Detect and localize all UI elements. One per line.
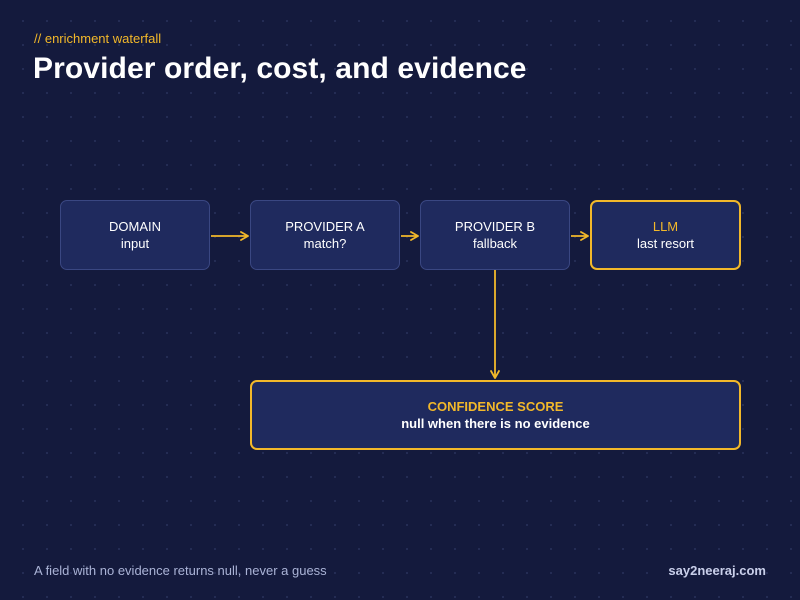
node-provider-b-title: PROVIDER B (454, 219, 536, 234)
eyebrow-label: // enrichment waterfall (34, 31, 162, 46)
footnote: A field with no evidence returns null, n… (34, 563, 327, 578)
node-llm-title: LLM (652, 219, 679, 234)
node-domain-subtitle: input (120, 236, 150, 251)
node-provider-b: PROVIDER B fallback (420, 200, 570, 270)
node-llm-subtitle: last resort (636, 236, 695, 251)
node-provider-a-subtitle: match? (303, 236, 347, 251)
site-credit: say2neeraj.com (668, 563, 766, 578)
node-domain-title: DOMAIN (109, 219, 161, 234)
node-provider-a: PROVIDER A match? (250, 200, 400, 270)
page-title: Provider order, cost, and evidence (33, 52, 527, 85)
node-llm: LLM last resort (590, 200, 741, 270)
node-confidence-subtitle: null when there is no evidence (401, 416, 590, 431)
node-confidence-score: CONFIDENCE SCORE null when there is no e… (250, 380, 741, 450)
node-domain: DOMAIN input (60, 200, 210, 270)
node-confidence-title: CONFIDENCE SCORE (427, 399, 564, 414)
node-provider-a-title: PROVIDER A (285, 219, 365, 234)
node-provider-b-subtitle: fallback (472, 236, 518, 251)
